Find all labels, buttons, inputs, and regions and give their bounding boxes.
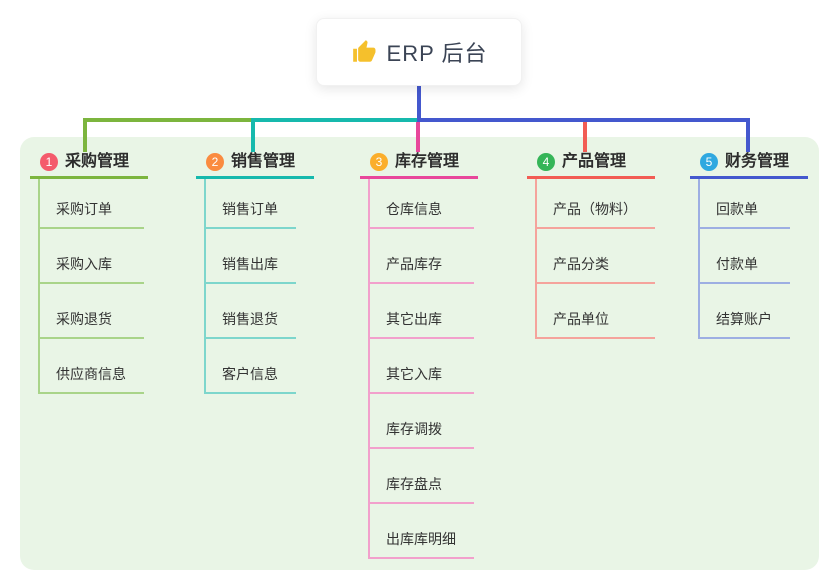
- node-item[interactable]: 客户信息: [206, 339, 296, 394]
- drop-line-sales: [251, 118, 255, 152]
- node-item[interactable]: 出库库明细: [370, 504, 474, 559]
- branch-title-procurement[interactable]: 1 采购管理: [30, 150, 148, 179]
- branch-product: 4 产品管理 产品（物料） 产品分类 产品单位: [527, 150, 655, 339]
- node-item[interactable]: 仓库信息: [370, 179, 474, 229]
- node-item[interactable]: 库存调拨: [370, 394, 474, 449]
- root-node[interactable]: ERP 后台: [316, 18, 522, 86]
- bus-line-finance: [417, 118, 750, 122]
- branch-number-badge: 5: [700, 153, 718, 171]
- node-item[interactable]: 采购订单: [40, 179, 144, 229]
- branch-label: 采购管理: [65, 153, 130, 170]
- node-item[interactable]: 结算账户: [700, 284, 790, 339]
- node-item[interactable]: 回款单: [700, 179, 790, 229]
- branch-children-procurement: 采购订单 采购入库 采购退货 供应商信息: [38, 179, 144, 394]
- branch-children-inventory: 仓库信息 产品库存 其它出库 其它入库 库存调拨 库存盘点 出库库明细: [368, 179, 474, 559]
- branch-procurement: 1 采购管理 采购订单 采购入库 采购退货 供应商信息: [30, 150, 148, 394]
- drop-line-product: [583, 122, 587, 152]
- node-item[interactable]: 采购入库: [40, 229, 144, 284]
- node-item[interactable]: 采购退货: [40, 284, 144, 339]
- branch-title-sales[interactable]: 2 销售管理: [196, 150, 314, 179]
- node-item[interactable]: 销售出库: [206, 229, 296, 284]
- node-item[interactable]: 其它入库: [370, 339, 474, 394]
- branch-label: 库存管理: [395, 153, 460, 170]
- branch-number-badge: 3: [370, 153, 388, 171]
- drop-line-procurement: [83, 118, 87, 152]
- branch-number-badge: 1: [40, 153, 58, 171]
- branches-panel: [20, 137, 819, 570]
- branch-children-product: 产品（物料） 产品分类 产品单位: [535, 179, 655, 339]
- bus-line-procurement: [83, 118, 255, 122]
- node-item[interactable]: 供应商信息: [40, 339, 144, 394]
- node-item[interactable]: 付款单: [700, 229, 790, 284]
- branch-title-finance[interactable]: 5 财务管理: [690, 150, 808, 179]
- node-item[interactable]: 产品库存: [370, 229, 474, 284]
- node-item[interactable]: 其它出库: [370, 284, 474, 339]
- branch-sales: 2 销售管理 销售订单 销售出库 销售退货 客户信息: [196, 150, 314, 394]
- node-item[interactable]: 产品单位: [537, 284, 655, 339]
- drop-line-finance: [746, 118, 750, 152]
- branch-number-badge: 2: [206, 153, 224, 171]
- branch-label: 产品管理: [562, 153, 627, 170]
- branch-children-sales: 销售订单 销售出库 销售退货 客户信息: [204, 179, 296, 394]
- thumbs-up-icon: [351, 39, 377, 65]
- branch-label: 财务管理: [725, 153, 790, 170]
- root-title: ERP 后台: [386, 41, 488, 66]
- root-stem-line: [417, 86, 421, 120]
- branch-finance: 5 财务管理 回款单 付款单 结算账户: [690, 150, 808, 339]
- node-item[interactable]: 库存盘点: [370, 449, 474, 504]
- branch-number-badge: 4: [537, 153, 555, 171]
- branch-title-inventory[interactable]: 3 库存管理: [360, 150, 478, 179]
- node-item[interactable]: 销售订单: [206, 179, 296, 229]
- branch-label: 销售管理: [231, 153, 296, 170]
- node-item[interactable]: 产品（物料）: [537, 179, 655, 229]
- branch-children-finance: 回款单 付款单 结算账户: [698, 179, 790, 339]
- branch-title-product[interactable]: 4 产品管理: [527, 150, 655, 179]
- bus-line-sales: [251, 118, 421, 122]
- node-item[interactable]: 产品分类: [537, 229, 655, 284]
- branch-inventory: 3 库存管理 仓库信息 产品库存 其它出库 其它入库 库存调拨 库存盘点 出库库…: [360, 150, 478, 559]
- node-item[interactable]: 销售退货: [206, 284, 296, 339]
- drop-line-inventory: [416, 122, 420, 152]
